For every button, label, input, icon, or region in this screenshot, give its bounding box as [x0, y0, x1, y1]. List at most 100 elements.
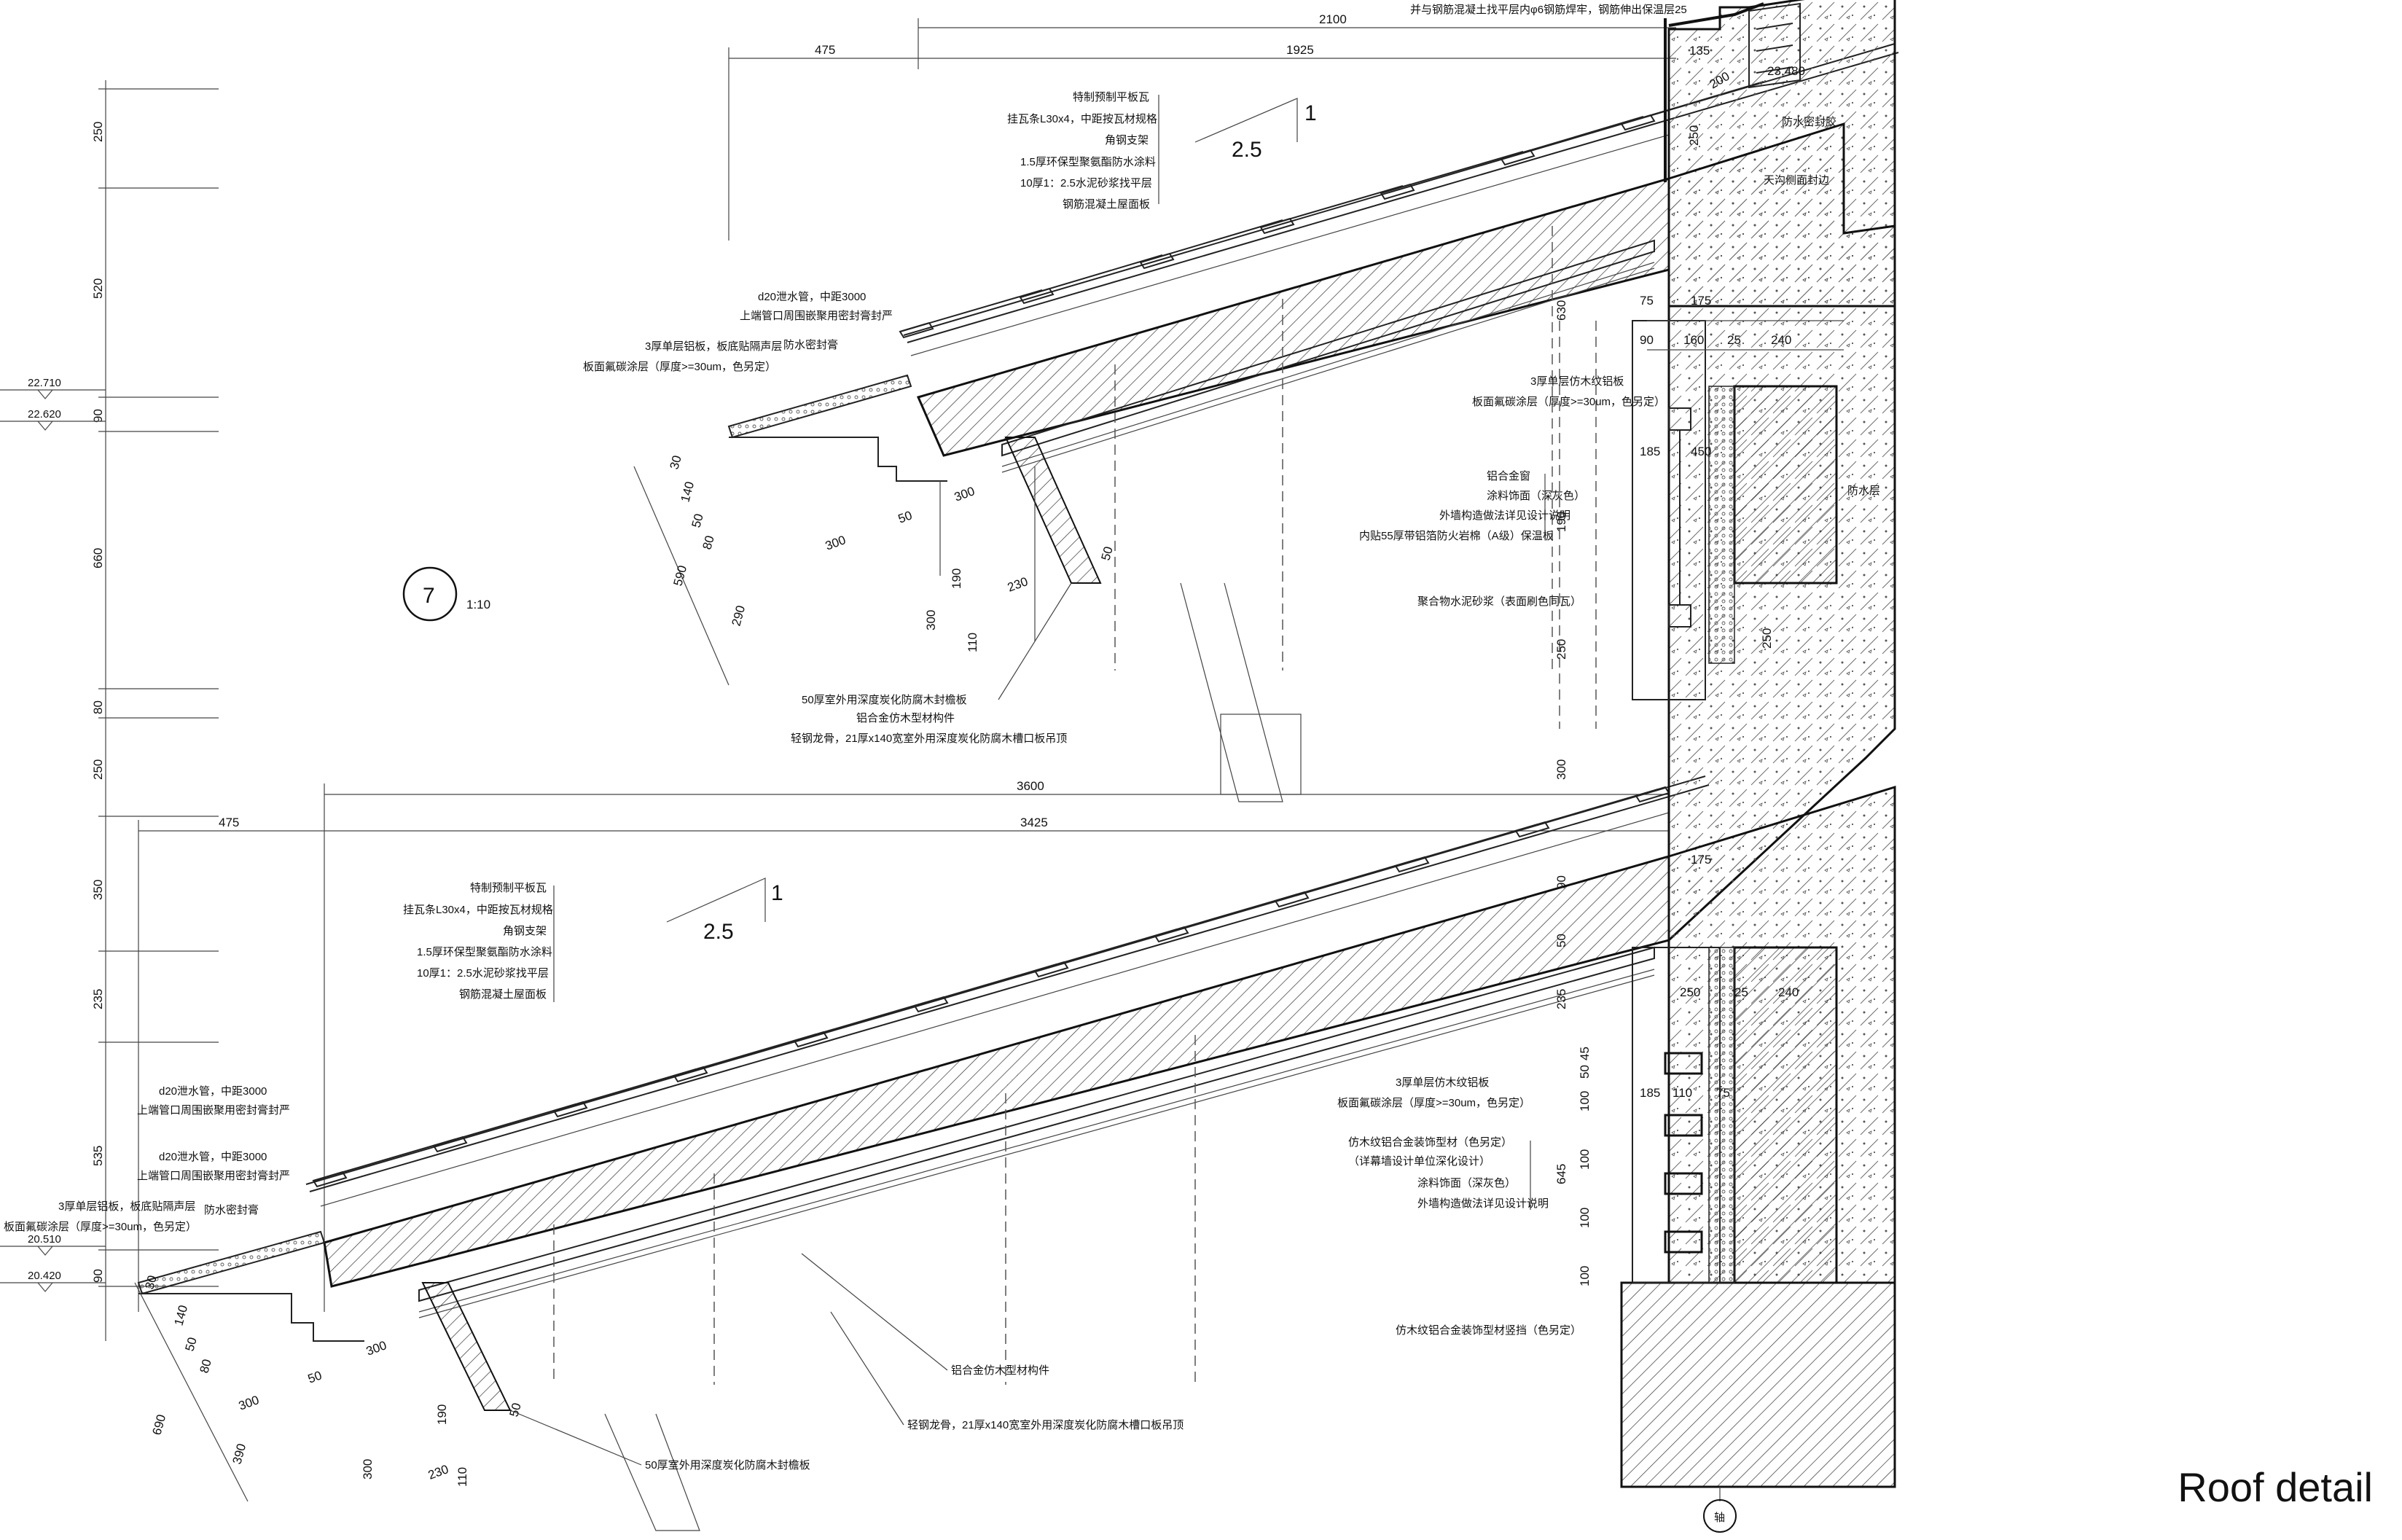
elevation-markers: 22.710 22.620 20.510 20.420	[0, 377, 106, 1292]
lower-note-6: 钢筋混凝土屋面板	[459, 988, 547, 1001]
upper-roof: 2100 475 1925 1 2.5	[727, 12, 1899, 802]
right-note-coat2: 板面氟碳涂层（厚度>=30um，色另定）	[1472, 395, 1665, 408]
upper-note-3: 角钢支架	[1105, 134, 1149, 146]
lower-note-5: 10厚1：2.5水泥砂浆找平层	[417, 966, 549, 980]
detail-scale: 1:10	[466, 598, 490, 611]
left-dim-4: 660	[91, 548, 105, 568]
rw-dim-75: 75	[1640, 294, 1654, 308]
rw-dim-300: 90	[1554, 875, 1568, 889]
upper-eave-seal: 防水密封膏	[783, 339, 838, 351]
lower-eave-d20-a: d20泄水管，中距3000	[159, 1085, 267, 1098]
right-note-waterproof: 防水密封胶	[1782, 116, 1836, 128]
lower-slope-run: 2.5	[703, 920, 734, 944]
right-note-wood: 3厚单层仿木纹铝板	[1530, 375, 1624, 388]
rw-dim-90a: 90	[1640, 333, 1654, 347]
right-note-wall: 外墙构造做法详见设计说明	[1439, 509, 1570, 522]
lower-dim-left: 475	[219, 816, 239, 829]
right-note-gutter: 天沟侧面封边	[1764, 174, 1829, 187]
detail-number: 7	[423, 584, 435, 608]
rw-dim-100a: 100	[1578, 1091, 1592, 1111]
rw-dim-175a: 175	[1691, 294, 1711, 308]
lower-dim-total: 3600	[1017, 779, 1044, 793]
right-note-paint2: 涂料饰面（深灰色）	[1417, 1177, 1516, 1189]
elevation-5: 23.480	[1767, 64, 1805, 78]
upper-eave-notes: d20泄水管，中距3000 上端管口周围嵌聚用密封膏封严 3厚单层铝板，板底贴隔…	[583, 291, 893, 373]
upper-eave-dim-110: 110	[966, 633, 979, 652]
upper-eave-d20: d20泄水管，中距3000	[758, 291, 866, 303]
upper-note-4: 1.5厚环保型聚氨酯防水涂料	[1020, 156, 1156, 168]
right-note-wood-lower: 3厚单层仿木纹铝板	[1396, 1076, 1489, 1089]
left-dimension-chain: 250 520 90 660 80 250 350 235 535 90	[91, 80, 219, 1341]
lower-eave-d20b-a: 上端管口周围嵌聚用密封膏封严	[137, 1104, 290, 1117]
upper-note-5: 10厚1：2.5水泥砂浆找平层	[1020, 176, 1152, 189]
upper-soffit-ceil: 50厚室外用深度炭化防腐木封檐板	[802, 693, 967, 706]
elevation-2: 22.620	[28, 408, 61, 421]
rw-dim-25a: 25	[1727, 333, 1741, 347]
right-note-mortar: 聚合物水泥砂浆（表面刷色同瓦）	[1417, 595, 1581, 608]
rw-dim-160: 160	[1683, 333, 1704, 347]
left-dim-8: 235	[91, 989, 105, 1009]
lower-eave-dim-50b: 50	[306, 1368, 324, 1385]
lower-eave-notes: d20泄水管，中距3000 上端管口周围嵌聚用密封膏封严 d20泄水管，中距30…	[4, 1085, 290, 1233]
rw-dim-50b: 50	[1578, 1065, 1592, 1079]
lower-note-4: 1.5厚环保型聚氨酯防水涂料	[417, 946, 552, 958]
lower-eave-dim-390: 390	[230, 1442, 249, 1466]
upper-soffit-keel: 轻钢龙骨，21厚x140宽室外用深度炭化防腐木槽口板吊顶	[791, 732, 1067, 745]
lower-eave-dim-230: 230	[426, 1462, 450, 1482]
lower-eave-dim-80: 80	[197, 1358, 214, 1375]
lower-eave-dims: 30 140 50 80 690 390 300 300 50 190 300 …	[134, 1274, 524, 1502]
upper-eave-dim-300b: 300	[824, 533, 848, 553]
rw-dim-450: 190	[1554, 512, 1568, 532]
lower-soffit-notes: 铝合金仿木型材构件 轻钢龙骨，21厚x140宽室外用深度炭化防腐木槽口板吊顶 5…	[509, 1253, 1184, 1471]
lower-eave-dim-50c: 50	[507, 1402, 524, 1418]
right-note-coat-lower: 板面氟碳涂层（厚度>=30um，色另定）	[1337, 1096, 1530, 1109]
left-dim-6: 250	[91, 759, 105, 780]
upper-eave-dim-590: 590	[671, 564, 690, 587]
upper-eave-coat: 板面氟碳涂层（厚度>=30um，色另定）	[583, 360, 776, 373]
rw-dim-135: 135	[1689, 44, 1710, 58]
lower-slope-rise: 1	[771, 881, 783, 905]
lower-note-3: 角钢支架	[503, 925, 547, 937]
rw-dim-250-side: 250	[1760, 628, 1774, 649]
right-note-paint: 涂料饰面（深灰色）	[1487, 490, 1585, 502]
upper-eave-alum: 3厚单层铝板，板底贴隔声层	[645, 340, 782, 353]
right-wall-dims: 135 200 250 75 175 90 160 25 240 630 185…	[1554, 44, 1844, 1286]
lower-eave-dim-300a: 300	[364, 1338, 388, 1359]
right-note-top: 并与钢筋混凝土找平层内φ6钢筋焊牢，钢筋伸出保温层25	[1410, 4, 1687, 16]
lower-soffit-frame: 铝合金仿木型材构件	[951, 1364, 1049, 1377]
lower-eave-d20-b: d20泄水管，中距3000	[159, 1151, 267, 1163]
lower-eave-dim-300b: 300	[237, 1393, 261, 1413]
upper-dim-right: 1925	[1286, 43, 1314, 57]
right-note-louver: 仿木纹铝合金装饰型材（色另定）	[1348, 1136, 1512, 1149]
upper-eave-dim-300a: 300	[952, 484, 977, 504]
right-note-window: 铝合金窗	[1487, 469, 1530, 482]
left-dim-3: 90	[91, 409, 105, 423]
lower-eave-dim-190: 190	[435, 1404, 449, 1425]
lower-soffit-ceil: 50厚室外用深度炭化防腐木封檐板	[645, 1458, 810, 1471]
left-dim-1: 250	[91, 122, 105, 142]
rw-dim-250a: 250	[1687, 125, 1701, 146]
upper-eave-dim-300c: 300	[924, 610, 938, 630]
lower-eave-dim-30: 30	[143, 1274, 160, 1291]
right-note-wall2: 外墙构造做法详见设计说明	[1417, 1197, 1549, 1210]
rw-dim-75b: 75	[1716, 1086, 1730, 1100]
upper-eave-dim-190: 190	[950, 568, 963, 589]
upper-eave-dim-290: 290	[729, 604, 748, 628]
rw-dim-110: 110	[1673, 1086, 1692, 1100]
left-dim-9: 535	[91, 1146, 105, 1166]
upper-dim-left: 475	[815, 43, 835, 57]
upper-note-1: 特制预制平板瓦	[1073, 90, 1149, 103]
detail-marker: 7 1:10	[402, 566, 490, 622]
wall-section: 轴	[1559, 0, 1896, 1533]
lower-eave-dim-690: 690	[150, 1413, 169, 1437]
rw-dim-175b: 175	[1691, 853, 1711, 867]
upper-note-6: 钢筋混凝土屋面板	[1063, 198, 1150, 211]
lower-eave-coat: 板面氟碳涂层（厚度>=30um，色另定）	[4, 1220, 197, 1233]
upper-eave-dims: 30 140 50 80 590 290 300 300 50 190 300 …	[633, 454, 1116, 686]
rw-dim-240b: 240	[1778, 985, 1799, 999]
rw-dim-250b: 300	[1554, 759, 1568, 780]
rw-dim-185: 450	[1691, 445, 1711, 458]
drawing-caption: Roof detail	[2178, 1464, 2373, 1510]
upper-soffit-notes: 50厚室外用深度炭化防腐木封檐板 铝合金仿木型材构件 轻钢龙骨，21厚x140宽…	[791, 582, 1072, 745]
upper-eave-dim-30: 30	[668, 454, 684, 471]
